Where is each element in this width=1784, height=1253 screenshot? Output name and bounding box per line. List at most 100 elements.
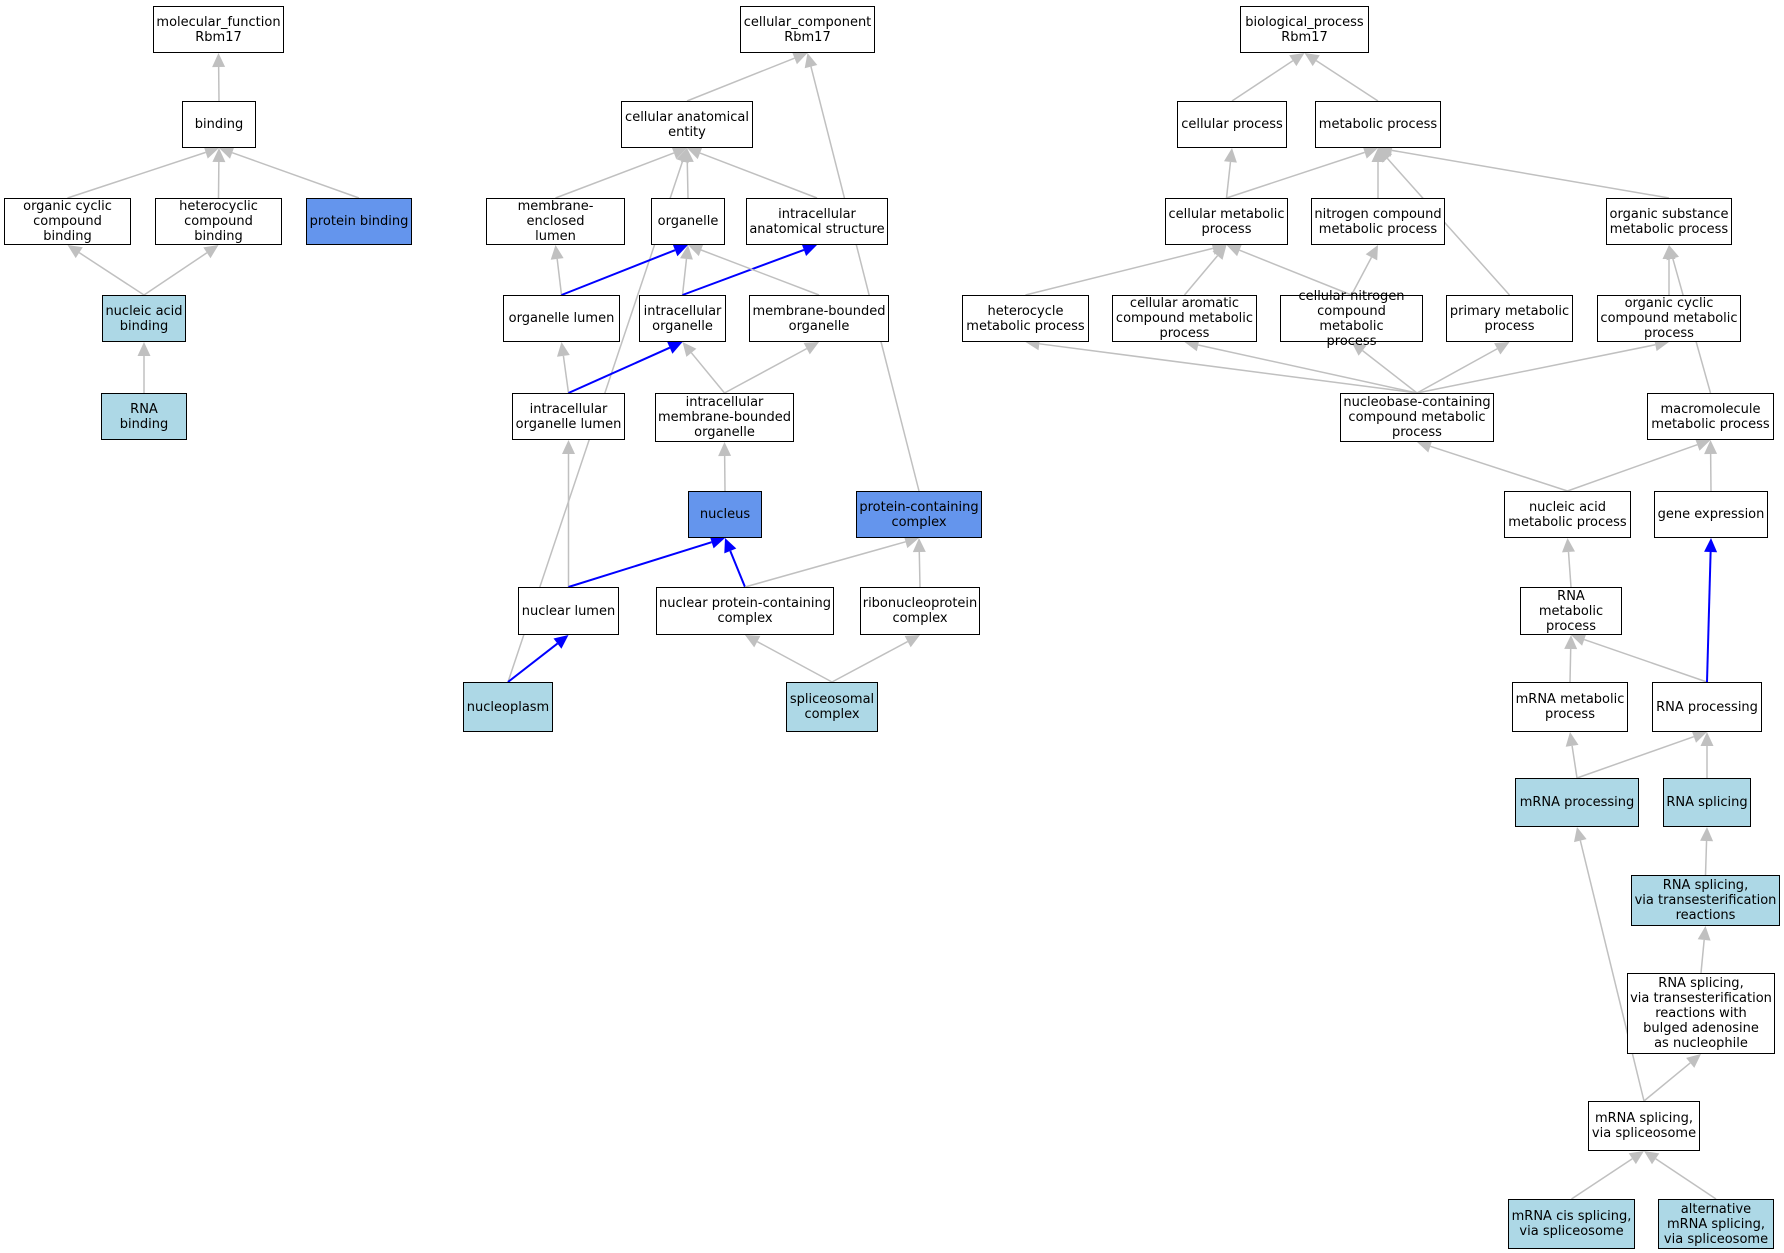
edge-nucleic_acid_binding-to-heterocyclic_binding [143, 252, 208, 296]
arrowhead-nucleic_acid_binding-to-organic_cyclic_binding [67, 245, 83, 259]
node-rna-splicing-via-transesterification-reactions[interactable]: RNA splicing, via transesterification re… [1631, 875, 1780, 926]
node-mrna-splicing-via-spliceosome[interactable]: mRNA splicing, via spliceosome [1588, 1101, 1700, 1151]
arrowhead-cellular_nitrogen_compound_metabolic_process-to-nitrogen_compound_metabolic_process [1365, 245, 1378, 261]
arrowhead-nuclear_lumen-to-nucleus [709, 536, 725, 549]
edge-protein_containing_complex-to-cc_root [810, 66, 920, 492]
node-mrna-metabolic-process[interactable]: mRNA metabolic process [1512, 682, 1628, 732]
node-cellular-process[interactable]: cellular process [1177, 101, 1287, 148]
node-intracellular-anatomical-structure[interactable]: intracellular anatomical structure [746, 198, 888, 245]
arrowhead-organelle_lumen-to-membrane_enclosed_lumen [550, 245, 564, 260]
arrowhead-nucleus-to-intracellular_membrane_bounded_organelle [718, 442, 732, 457]
arrowhead-nucleobase_containing_compound_metabolic_process-to-primary_metabolic_process [1494, 342, 1510, 355]
arrowhead-mrna_metabolic_process-to-rna_metabolic_process [1564, 635, 1578, 650]
edge-rna_metabolic_process-to-nucleic_acid_metabolic_process [1567, 551, 1572, 588]
node-alternative-mrna-splicing-via-spliceosome[interactable]: alternative mRNA splicing, via spliceoso… [1658, 1199, 1774, 1249]
node-nuclear-protein-containing-complex[interactable]: nuclear protein-containing complex [656, 587, 834, 635]
node-protein-containing-complex[interactable]: protein-containing complex [856, 491, 982, 538]
node-nucleic-acid-metabolic-process[interactable]: nucleic acid metabolic process [1504, 491, 1631, 538]
edge-intracellular_anatomical_structure-to-cellular_anatomical_entity [699, 152, 818, 199]
arrowhead-cellular_metabolic_process-to-metabolic_process [1362, 146, 1378, 159]
node-biological-process-root[interactable]: biological_process Rbm17 [1240, 6, 1369, 53]
edge-mrna_cis_splicing-to-mrna_splicing_spliceosome [1571, 1158, 1633, 1200]
edge-organelle-to-cellular_anatomical_entity [686, 161, 689, 199]
edge-mrna_processing-to-rna_processing [1576, 735, 1695, 779]
edge-intracellular_membrane_bounded_organelle-to-intracellular_organelle [690, 352, 726, 394]
node-cellular-aromatic-compound-metabolic-process[interactable]: cellular aromatic compound metabolic pro… [1112, 295, 1257, 342]
edge-organelle_lumen-to-membrane_enclosed_lumen [556, 258, 563, 296]
arrowhead-alternative_mrna_splicing-to-mrna_splicing_spliceosome [1644, 1151, 1660, 1165]
arrowhead-nucleobase_containing_compound_metabolic_process-to-cellular_nitrogen_compound_metabolic_process [1351, 342, 1367, 356]
node-primary-metabolic-process[interactable]: primary metabolic process [1446, 295, 1573, 342]
arrowhead-spliceosomal_complex-to-ribonucleoprotein_complex [904, 635, 920, 648]
arrowhead-cellular_aromatic_compound_metabolic_process-to-cellular_metabolic_process [1212, 245, 1227, 260]
node-heterocyclic-compound-binding[interactable]: heterocyclic compound binding [155, 198, 282, 245]
edge-nucleoplasm-to-nuclear_lumen [507, 642, 559, 683]
node-organelle[interactable]: organelle [651, 198, 725, 245]
node-nitrogen-compound-metabolic-process[interactable]: nitrogen compound metabolic process [1311, 198, 1445, 245]
edge-spliceosomal_complex-to-nuclear_protein_containing_complex [756, 640, 833, 683]
arrowhead-nucleoplasm-to-cellular_anatomical_entity [676, 148, 689, 164]
arrowhead-macromolecule_metabolic_process-to-organic_substance_metabolic_process [1666, 245, 1679, 261]
node-cellular-nitrogen-compound-metabolic-process[interactable]: cellular nitrogen compound metabolic pro… [1280, 289, 1423, 349]
node-gene-expression[interactable]: gene expression [1654, 491, 1768, 538]
node-spliceosomal-complex[interactable]: spliceosomal complex [786, 682, 878, 732]
arrowhead-rna_processing-to-rna_metabolic_process [1571, 633, 1587, 646]
edge-membrane_enclosed_lumen-to-cellular_anatomical_entity [555, 152, 675, 199]
node-rna-splicing[interactable]: RNA splicing [1663, 778, 1751, 827]
node-intracellular-organelle[interactable]: intracellular organelle [639, 295, 726, 342]
node-metabolic-process[interactable]: metabolic process [1315, 101, 1441, 148]
arrowhead-intracellular_organelle_lumen-to-organelle_lumen [557, 342, 570, 357]
arrowhead-binding-to-mf_root [212, 53, 226, 68]
arrowhead-mrna_cis_splicing-to-mrna_splicing_spliceosome [1628, 1151, 1644, 1165]
node-mrna-cis-splicing-via-spliceosome[interactable]: mRNA cis splicing, via spliceosome [1508, 1199, 1635, 1249]
arrowhead-membrane_enclosed_lumen-to-cellular_anatomical_entity [671, 146, 687, 160]
node-organic-substance-metabolic-process[interactable]: organic substance metabolic process [1606, 198, 1732, 245]
node-ribonucleoprotein-complex[interactable]: ribonucleoprotein complex [860, 587, 980, 635]
node-nucleoplasm[interactable]: nucleoplasm [463, 682, 553, 732]
node-rna-metabolic-process[interactable]: RNA metabolic process [1520, 587, 1622, 635]
edge-rna_splicing_bulged_adenosine-to-rna_splicing_transesterification [1700, 939, 1705, 974]
arrowhead-intracellular_membrane_bounded_organelle-to-intracellular_organelle [682, 342, 697, 357]
node-organelle-lumen[interactable]: organelle lumen [503, 295, 620, 342]
arrowhead-nucleic_acid_metabolic_process-to-nucleobase_containing_compound_metabolic_process [1417, 440, 1433, 453]
node-intracellular-organelle-lumen[interactable]: intracellular organelle lumen [512, 393, 625, 440]
node-binding[interactable]: binding [182, 101, 256, 148]
node-membrane-bounded-organelle[interactable]: membrane-bounded organelle [749, 295, 889, 342]
edge-organic_substance_metabolic_process-to-metabolic_process [1391, 149, 1670, 199]
node-nuclear-lumen[interactable]: nuclear lumen [518, 587, 619, 635]
node-rna-splicing-bulged-adenosine[interactable]: RNA splicing, via transesterification re… [1627, 973, 1775, 1054]
node-macromolecule-metabolic-process[interactable]: macromolecule metabolic process [1647, 393, 1774, 440]
node-cellular-anatomical-entity[interactable]: cellular anatomical entity [621, 101, 753, 148]
node-heterocycle-metabolic-process[interactable]: heterocycle metabolic process [962, 295, 1089, 342]
node-cellular-component-root[interactable]: cellular_component Rbm17 [740, 6, 875, 53]
node-organic-cyclic-compound-binding[interactable]: organic cyclic compound binding [4, 198, 131, 245]
arrowhead-spliceosomal_complex-to-nuclear_protein_containing_complex [745, 635, 761, 648]
edge-mrna_splicing_spliceosome-to-rna_splicing_bulged_adenosine [1643, 1062, 1691, 1102]
arrowhead-protein_containing_complex-to-cc_root [804, 53, 818, 69]
edge-nucleobase_containing_compound_metabolic_process-to-cellular_nitrogen_compound_metabolic_process [1362, 350, 1418, 394]
edge-rna_splicing_transesterification-to-rna_splicing [1704, 840, 1708, 876]
edge-rna_processing-to-rna_metabolic_process [1583, 638, 1708, 683]
node-cellular-metabolic-process[interactable]: cellular metabolic process [1165, 198, 1288, 245]
edge-intracellular_membrane_bounded_organelle-to-membrane_bounded_organelle [724, 347, 808, 394]
edge-primary_metabolic_process-to-metabolic_process [1386, 157, 1511, 296]
arrowhead-rna_processing-to-gene_expression [1704, 538, 1718, 553]
arrowhead-gene_expression-to-macromolecule_metabolic_process [1704, 440, 1718, 455]
node-mrna-processing[interactable]: mRNA processing [1515, 778, 1639, 827]
edge-cellular_aromatic_compound_metabolic_process-to-cellular_metabolic_process [1183, 255, 1219, 296]
node-nucleic-acid-binding[interactable]: nucleic acid binding [102, 295, 186, 342]
node-organic-cyclic-compound-metabolic-process[interactable]: organic cyclic compound metabolic proces… [1597, 295, 1741, 342]
arrowhead-cellular_metabolic_process-to-cellular_process [1224, 148, 1237, 163]
node-protein-binding[interactable]: protein binding [306, 198, 412, 245]
edge-nuclear_protein_containing_complex-to-nucleus [729, 550, 746, 588]
node-nucleobase-containing-compound-metabolic-process[interactable]: nucleobase-containing compound metabolic… [1340, 393, 1494, 442]
arrowhead-rna_binding-to-nucleic_acid_binding [137, 342, 151, 356]
node-intracellular-membrane-bounded-organelle[interactable]: intracellular membrane-bounded organelle [655, 393, 794, 442]
node-membrane-enclosed-lumen[interactable]: membrane-enclosed lumen [486, 198, 625, 245]
node-rna-processing[interactable]: RNA processing [1652, 682, 1762, 732]
edge-nuclear_lumen-to-nucleus [568, 541, 712, 588]
node-molecular-function-root[interactable]: molecular_function Rbm17 [153, 6, 284, 53]
node-rna-binding[interactable]: RNA binding [101, 393, 187, 440]
node-nucleus[interactable]: nucleus [688, 491, 762, 538]
